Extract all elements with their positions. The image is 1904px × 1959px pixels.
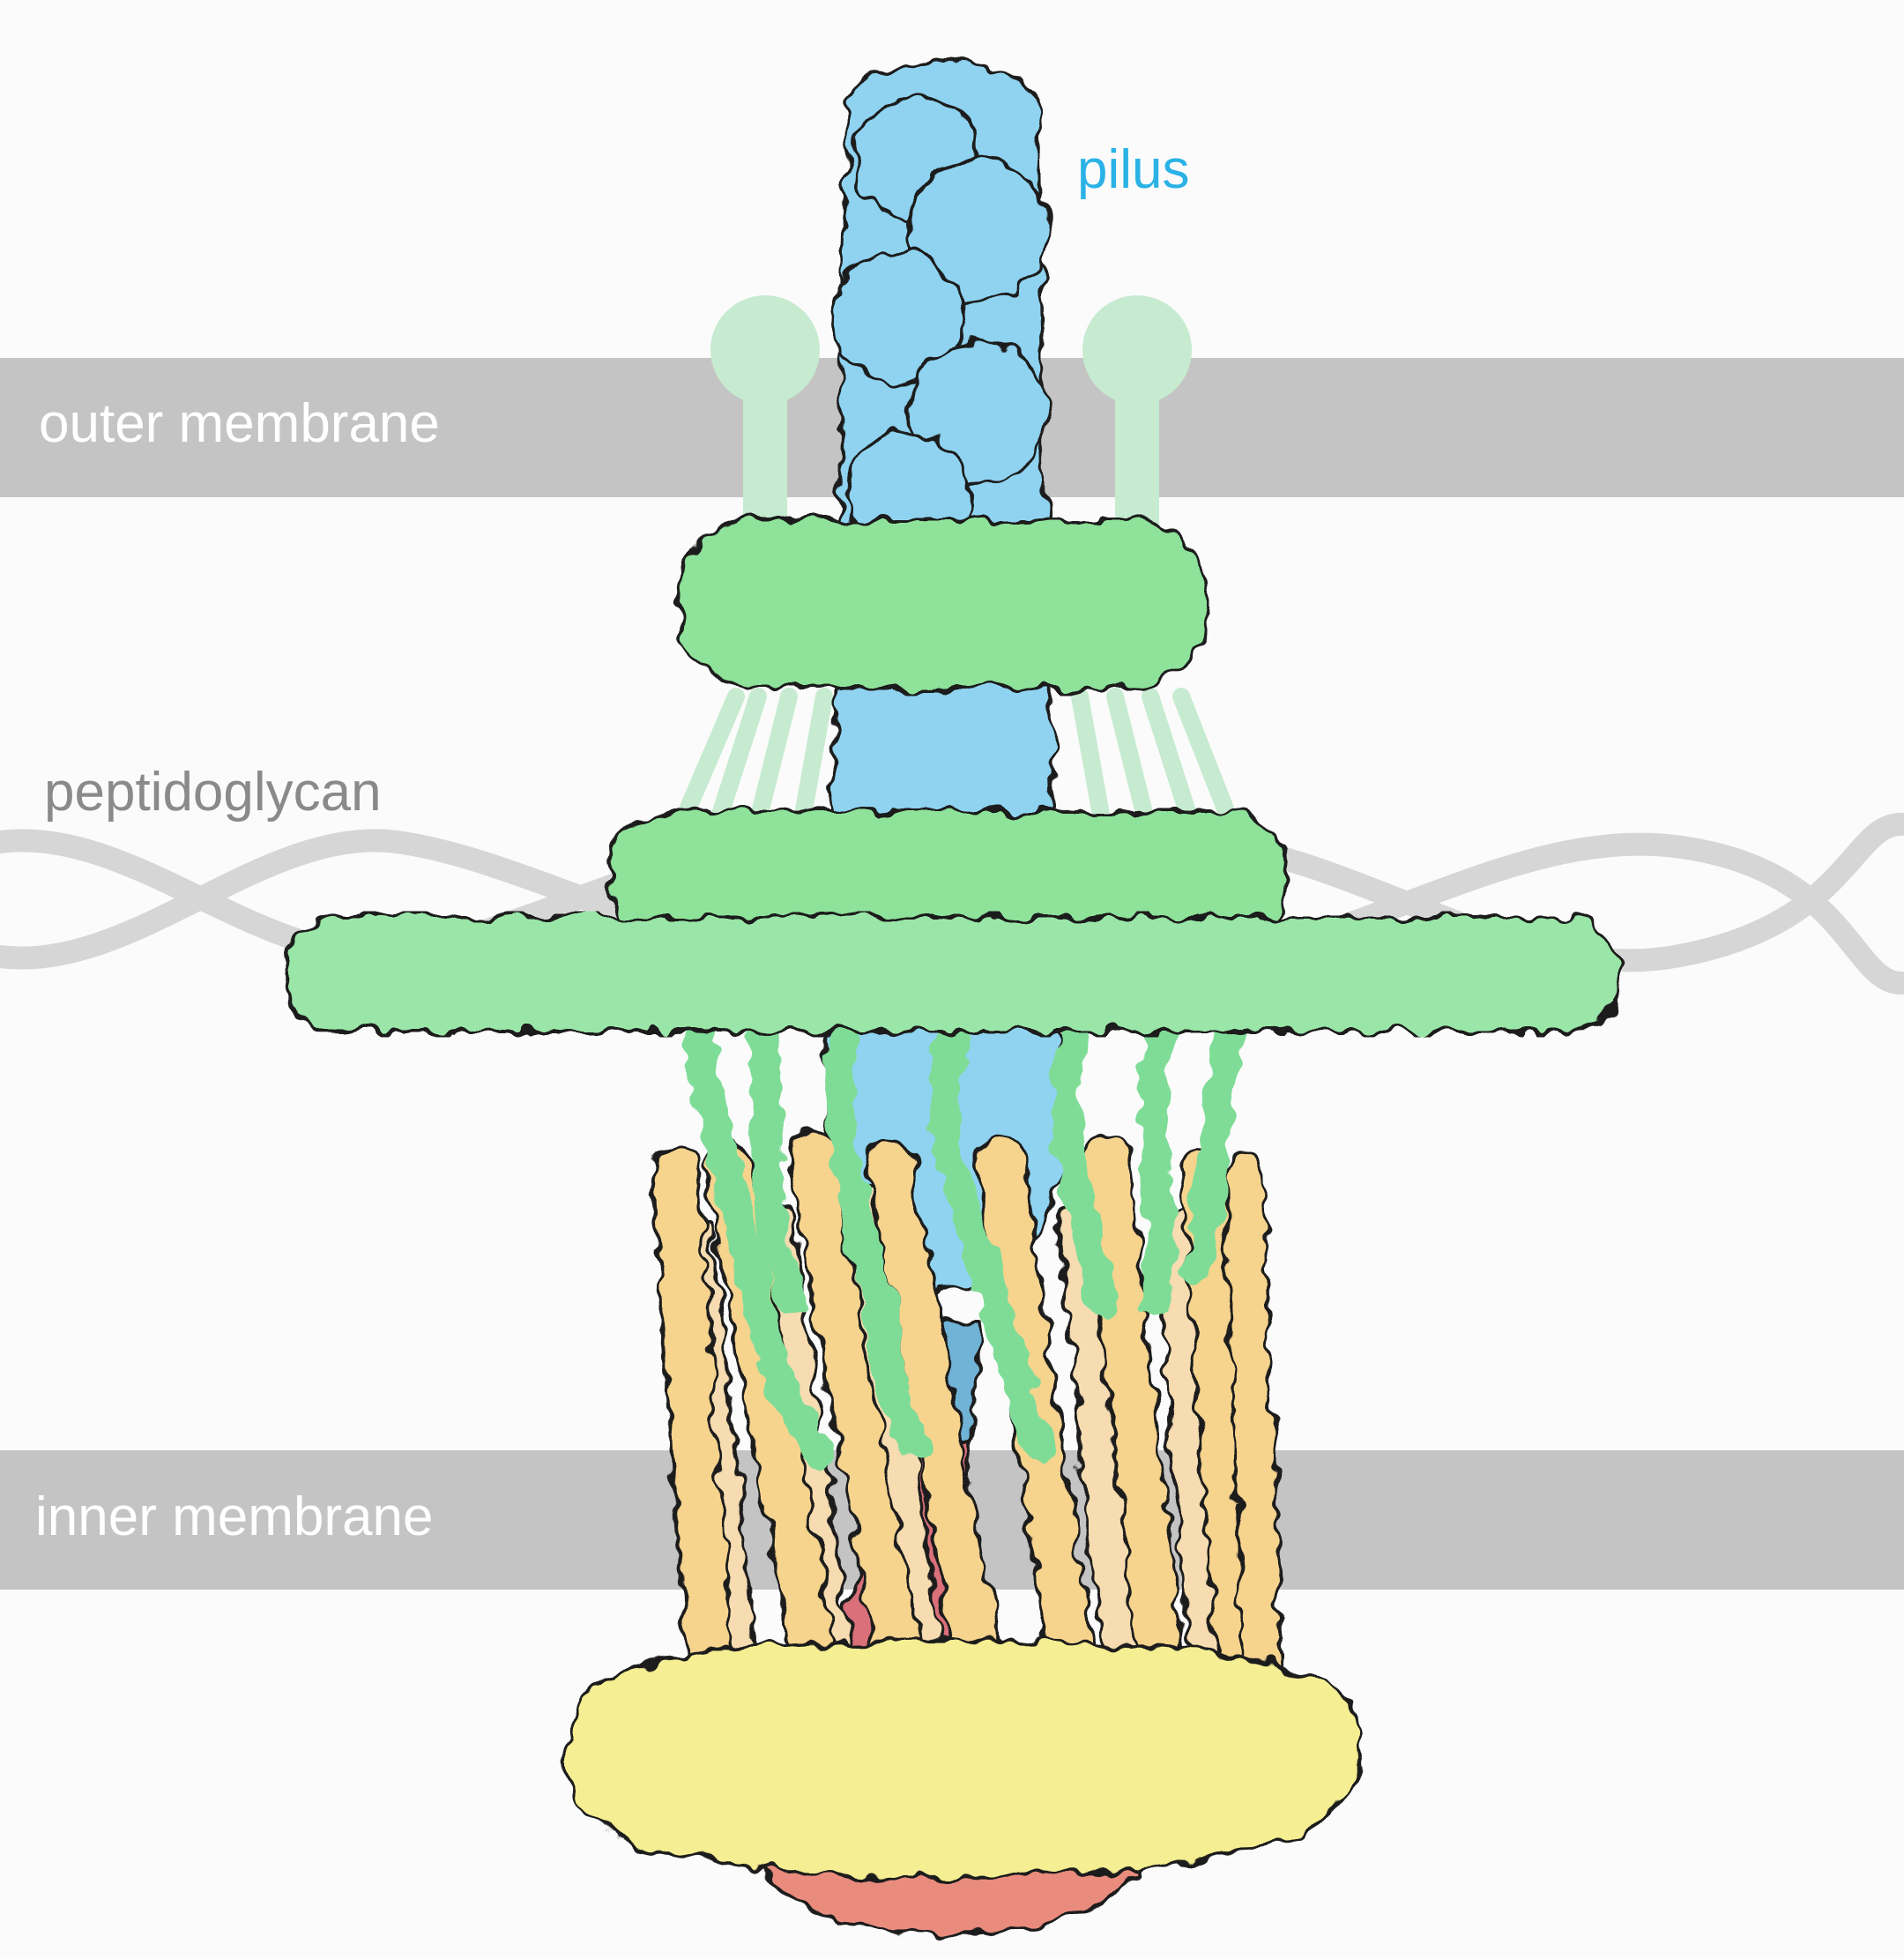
peptidoglycan-strand — [1134, 812, 1904, 972]
wide-green-ring — [280, 915, 1624, 1033]
inner-membrane-label: inner membrane — [35, 1486, 434, 1547]
yellow-cytoplasmic-ring — [562, 1638, 1363, 1880]
upper-green-ring — [677, 518, 1209, 689]
ring-connectors — [674, 688, 1238, 829]
green-linker-strands — [681, 1008, 1249, 1470]
outer-membrane-label: outer membrane — [39, 393, 440, 454]
pilus-label: pilus — [1077, 139, 1190, 200]
peptidoglycan-label: peptidoglycan — [44, 762, 382, 823]
